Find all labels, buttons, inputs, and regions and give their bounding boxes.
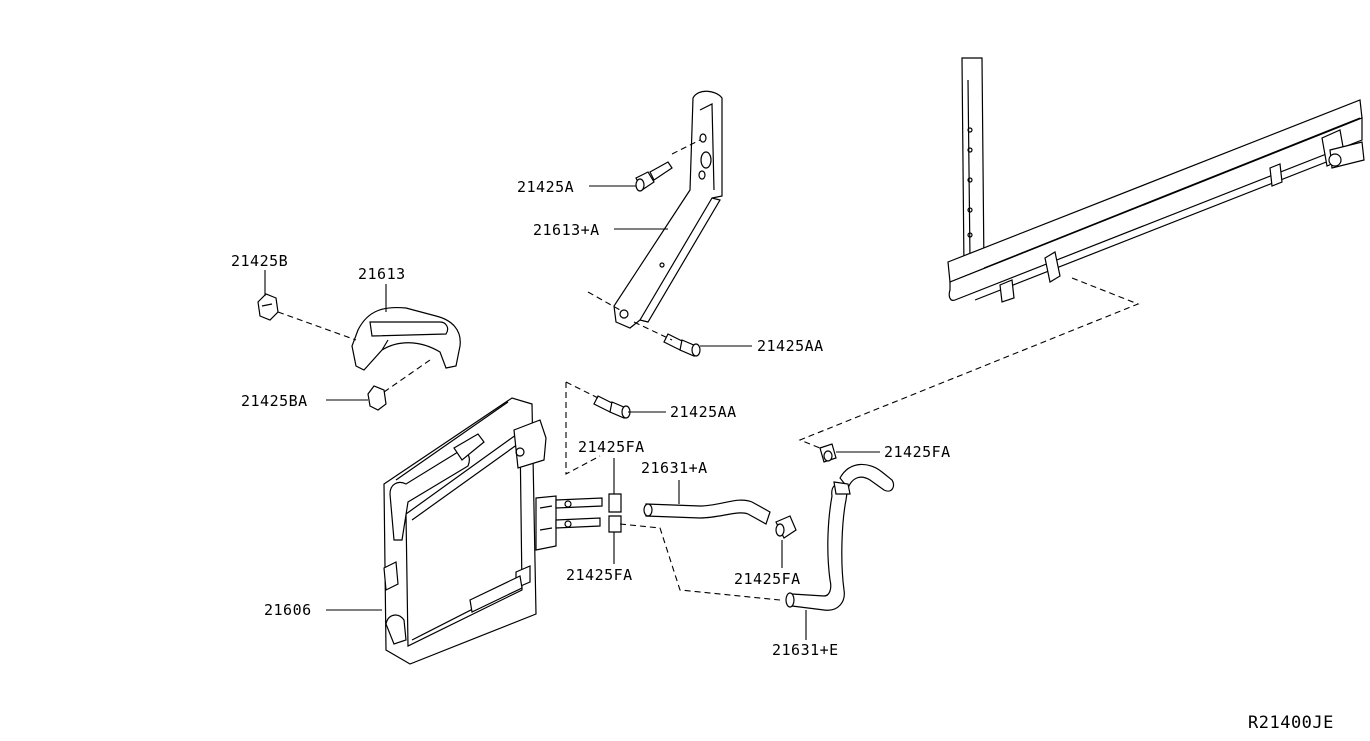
clip-21425BA: [367, 385, 387, 411]
cooler-pipes: [555, 497, 603, 529]
label-21425FA-hose: 21425FA: [734, 570, 801, 588]
radiator-assembly: [947, 57, 1365, 303]
leader-lines: [264, 185, 880, 640]
label-21613A: 21613+A: [533, 221, 600, 239]
label-21631E: 21631+E: [772, 641, 839, 659]
label-21425FA-upper: 21425FA: [578, 438, 645, 456]
label-21425A: 21425A: [517, 178, 574, 196]
label-21425B: 21425B: [231, 252, 288, 270]
bolt-21425AA-lower: [593, 395, 631, 419]
bolt-21425A: [635, 161, 673, 192]
bracket-21613: [351, 306, 461, 371]
hose-21631E: [785, 463, 895, 611]
label-21425BA: 21425BA: [241, 392, 308, 410]
clamp-21425FA-lower: [608, 515, 622, 533]
label-21613: 21613: [358, 265, 406, 283]
bolt-21425AA-upper: [663, 333, 701, 357]
hose-21631A: [643, 499, 771, 525]
clamp-21425FA-hose: [775, 515, 797, 539]
reference-code: R21400JE: [1248, 713, 1334, 733]
label-21606: 21606: [264, 601, 312, 619]
label-21425AA-lower: 21425AA: [670, 403, 737, 421]
label-21425FA-lower: 21425FA: [566, 566, 633, 584]
bracket-21613A: [613, 90, 723, 329]
part-labels: 21425A 21613+A 21425B 21613 21425AA 2142…: [231, 178, 1334, 733]
label-21631A: 21631+A: [641, 459, 708, 477]
label-21425FA-right: 21425FA: [884, 443, 951, 461]
label-21425AA-upper: 21425AA: [757, 337, 824, 355]
clip-21425B: [257, 293, 279, 321]
clamp-21425FA-right: [819, 443, 837, 463]
assembly-lines: [277, 139, 1140, 601]
oil-cooler-21606: [383, 397, 557, 665]
clamp-21425FA-upper: [608, 493, 622, 513]
